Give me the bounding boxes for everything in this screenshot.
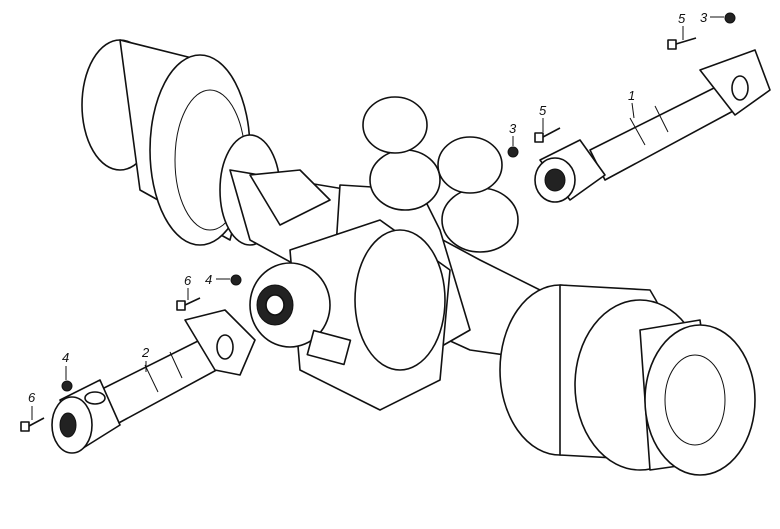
differential-housing [249,219,451,411]
bolt-6-mid [176,297,201,311]
right-wheel-hub [499,284,756,476]
bolt-5-top [667,37,697,50]
callout-4-mid: 4 [205,272,212,287]
nut-4-mid [230,274,242,286]
callout-6-mid: 6 [184,273,192,288]
callout-6-low: 6 [28,390,36,405]
propeller-shaft-1 [534,49,771,203]
callout-2: 2 [141,345,150,360]
fasteners [20,12,736,432]
nut-4-low [61,380,73,392]
brake-chambers [362,96,519,253]
callout-5-mid: 5 [539,103,547,118]
callout-4-low: 4 [62,350,69,365]
callout-3-mid: 3 [509,121,517,136]
leader-lines [31,16,724,420]
bolt-6-low [20,417,45,432]
propeller-shaft-2 [51,309,256,454]
nut-3-top [724,12,736,24]
nut-3-mid [507,146,519,158]
callout-3-top: 3 [700,10,708,25]
callout-5-top: 5 [678,11,686,26]
bolt-5-mid [534,127,561,143]
callout-1: 1 [628,88,635,103]
